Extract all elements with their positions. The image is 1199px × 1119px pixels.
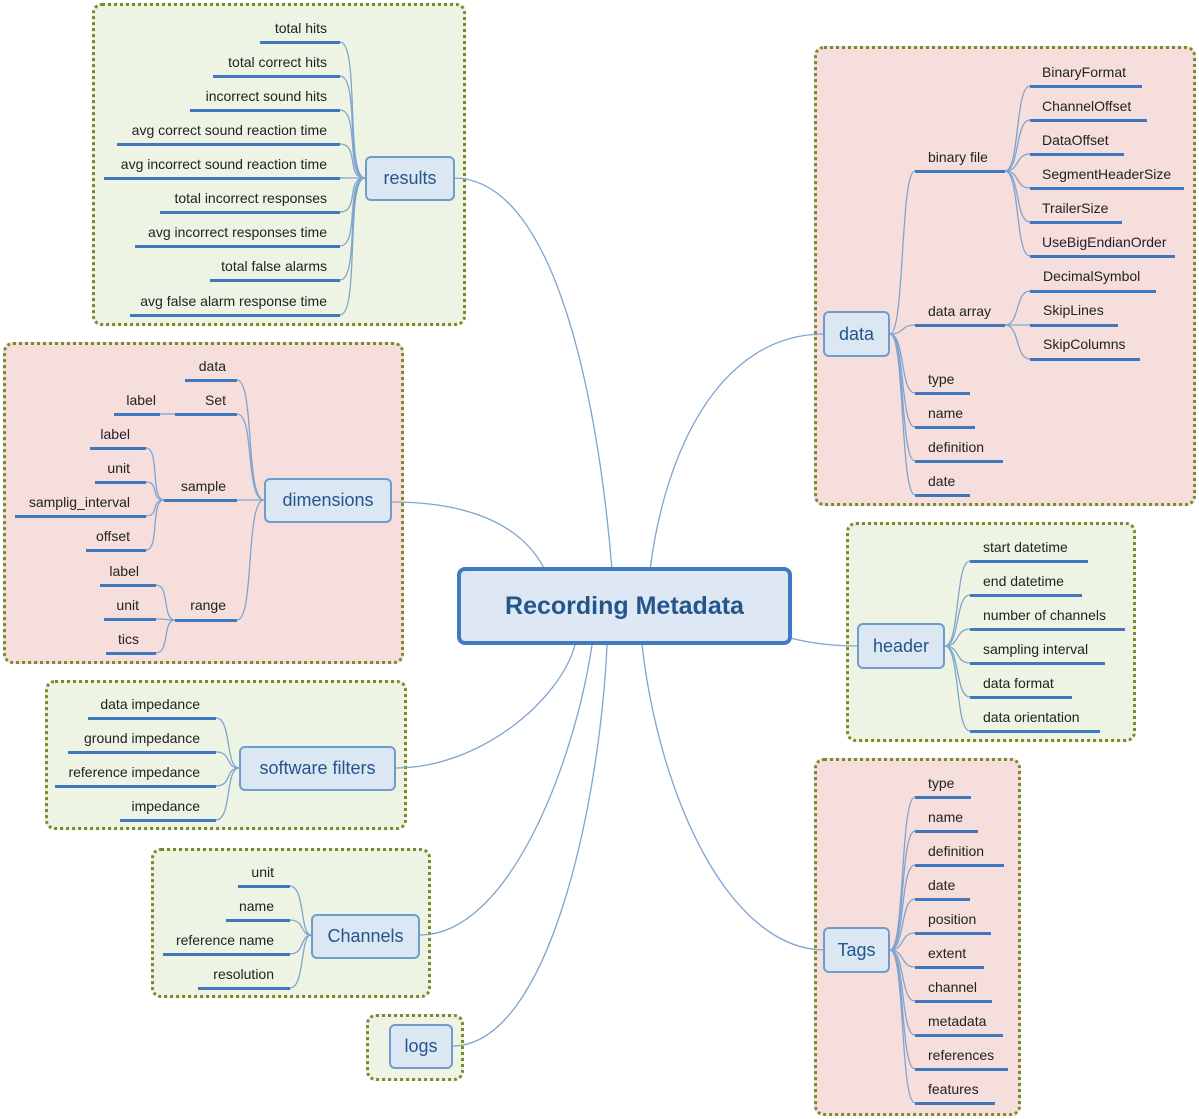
tags-item[interactable]: metadata [928,1013,987,1029]
data-item[interactable]: name [928,405,964,421]
software-filters-item[interactable]: ground impedance [84,730,200,746]
header-item[interactable]: data orientation [983,709,1080,725]
dimensions-node[interactable]: dimensions [264,478,392,523]
data-binary-file[interactable]: binary file [928,149,988,165]
range-label[interactable]: label [109,563,139,579]
software-filters-item[interactable]: data impedance [100,696,200,712]
results-item[interactable]: total correct hits [228,54,327,70]
channels-node[interactable]: Channels [311,914,420,959]
header-item[interactable]: sampling interval [983,641,1089,657]
binary-file-item[interactable]: UseBigEndianOrder [1042,234,1167,250]
channels-item[interactable]: resolution [213,966,274,982]
dimensions-data[interactable]: data [198,358,226,374]
binary-file-item[interactable]: DataOffset [1042,132,1109,148]
tags-item[interactable]: name [928,809,964,825]
data-array[interactable]: data array [928,303,992,319]
software-filters-item[interactable]: reference impedance [68,764,200,780]
results-node[interactable]: results [365,156,455,201]
results-item[interactable]: total incorrect responses [174,190,327,206]
results-item[interactable]: avg incorrect sound reaction time [120,156,327,172]
tags-node[interactable]: Tags [823,927,890,973]
root-node[interactable]: Recording Metadata [457,567,792,645]
header-item[interactable]: end datetime [983,573,1064,589]
channels-item[interactable]: reference name [175,932,274,948]
results-item[interactable]: avg incorrect responses time [148,224,327,240]
software-filters-item[interactable]: impedance [131,798,201,814]
results-item[interactable]: avg correct sound reaction time [131,122,327,138]
data-group [814,46,1196,506]
data-node[interactable]: data [823,311,890,357]
header-node[interactable]: header [857,623,945,669]
data-item[interactable]: definition [928,439,985,455]
data-item[interactable]: type [928,371,955,387]
tags-item[interactable]: type [928,775,955,791]
results-item[interactable]: incorrect sound hits [205,88,327,104]
sample-unit[interactable]: unit [107,460,130,476]
dimensions-range[interactable]: range [190,597,226,613]
channels-item[interactable]: name [238,898,274,914]
tags-item[interactable]: date [928,877,956,893]
tags-item[interactable]: position [928,911,977,927]
binary-file-item[interactable]: TrailerSize [1042,200,1109,216]
header-item[interactable]: data format [983,675,1054,691]
header-item[interactable]: start datetime [983,539,1068,555]
results-item[interactable]: total false alarms [221,258,327,274]
data-item[interactable]: date [928,473,956,489]
range-tics[interactable]: tics [118,631,139,647]
software-filters-node[interactable]: software filters [239,746,396,791]
data-array-item[interactable]: DecimalSymbol [1043,268,1141,284]
sample-offset[interactable]: offset [96,528,130,544]
header-item[interactable]: number of channels [983,607,1106,623]
results-item[interactable]: avg false alarm response time [140,293,327,309]
logs-node[interactable]: logs [389,1024,453,1069]
data-array-item[interactable]: SkipLines [1043,302,1104,318]
tags-item[interactable]: references [928,1047,995,1063]
results-item[interactable]: total hits [274,20,327,36]
binary-file-item[interactable]: ChannelOffset [1042,98,1132,114]
dimensions-set[interactable]: Set [204,392,226,408]
binary-file-item[interactable]: SegmentHeaderSize [1042,166,1172,182]
range-unit[interactable]: unit [116,597,139,613]
channels-item[interactable]: unit [251,864,274,880]
tags-item[interactable]: extent [928,945,967,961]
sample-interval[interactable]: samplig_interval [28,494,130,510]
data-array-item[interactable]: SkipColumns [1043,336,1126,352]
binary-file-item[interactable]: BinaryFormat [1042,64,1127,80]
dimensions-sample[interactable]: sample [180,478,226,494]
tags-item[interactable]: definition [928,843,985,859]
sample-label[interactable]: label [100,426,130,442]
tags-item[interactable]: features [928,1081,979,1097]
set-label[interactable]: label [126,392,156,408]
tags-item[interactable]: channel [928,979,978,995]
